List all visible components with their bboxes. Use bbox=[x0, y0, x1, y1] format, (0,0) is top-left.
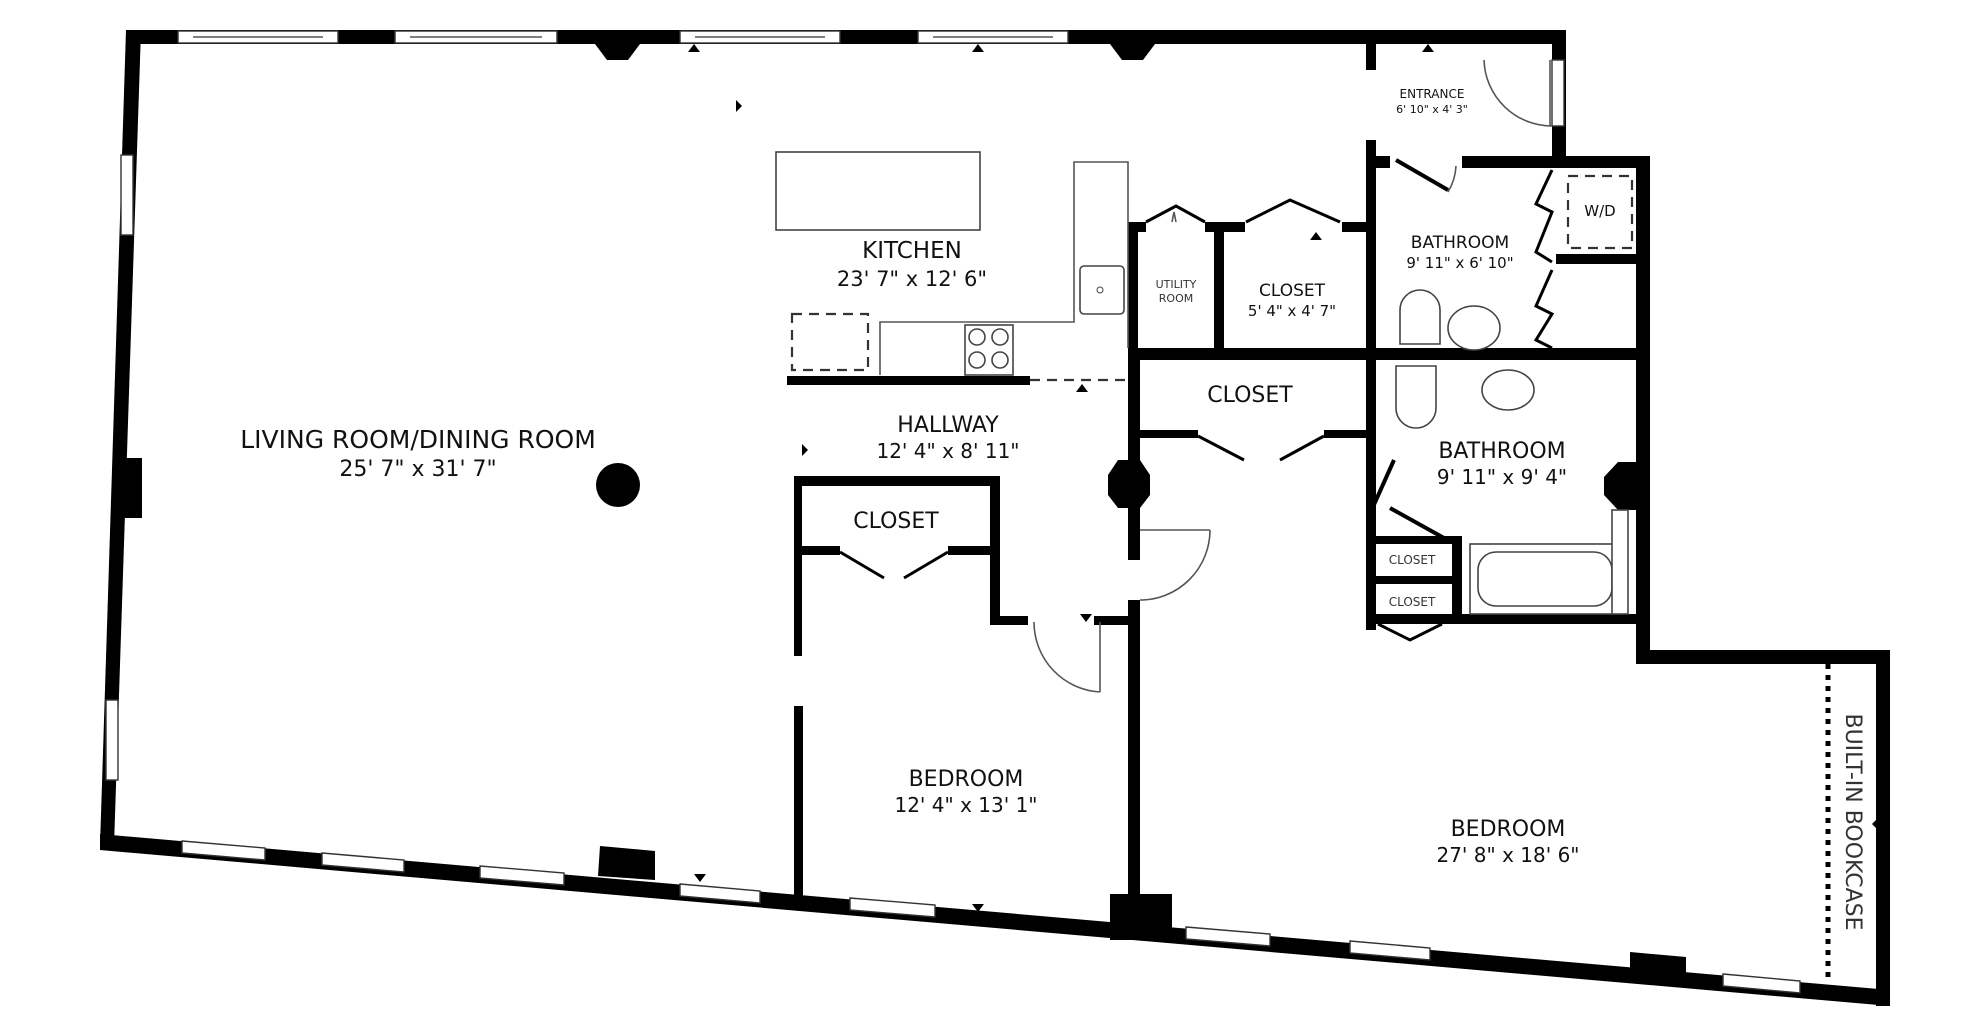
room-label-utility-2: ROOM bbox=[1159, 292, 1193, 305]
room-dims-bath2: 9' 11" x 9' 4" bbox=[1437, 465, 1567, 489]
room-label-bath2: BATHROOM bbox=[1438, 439, 1565, 464]
room-dims-closet-a: 5' 4" x 4' 7" bbox=[1248, 302, 1336, 320]
room-dims-bedroom2: 27' 8" x 18' 6" bbox=[1436, 843, 1579, 867]
windows-left bbox=[105, 154, 134, 781]
room-label-closet-c: CLOSET bbox=[853, 509, 939, 534]
sink-icon bbox=[1079, 265, 1125, 315]
labels: LIVING ROOM/DINING ROOM 25' 7" x 31' 7" … bbox=[240, 87, 1865, 931]
windows-bottom bbox=[181, 840, 1801, 994]
room-label-living: LIVING ROOM/DINING ROOM bbox=[240, 425, 596, 454]
windows-top bbox=[177, 30, 1565, 127]
doors bbox=[839, 59, 1555, 693]
kitchen-island bbox=[775, 151, 981, 231]
room-label-bath1: BATHROOM bbox=[1411, 233, 1509, 253]
room-label-entrance: ENTRANCE bbox=[1400, 87, 1465, 101]
room-dims-living: 25' 7" x 31' 7" bbox=[339, 457, 496, 482]
interior-walls bbox=[787, 40, 1650, 916]
room-label-kitchen: KITCHEN bbox=[862, 238, 962, 264]
washer-dryer-label: W/D bbox=[1584, 202, 1615, 220]
room-dims-hallway: 12' 4" x 8' 11" bbox=[876, 439, 1019, 463]
dimension-markers bbox=[688, 44, 1878, 912]
fridge-outline bbox=[790, 312, 870, 372]
room-dims-kitchen: 23' 7" x 12' 6" bbox=[837, 267, 987, 291]
room-label-closet-b: CLOSET bbox=[1207, 383, 1293, 408]
room-label-bedroom1: BEDROOM bbox=[909, 767, 1024, 792]
room-label-utility: UTILITY bbox=[1156, 278, 1197, 291]
room-dims-bedroom1: 12' 4" x 13' 1" bbox=[894, 793, 1037, 817]
room-label-closet-a: CLOSET bbox=[1259, 281, 1326, 301]
room-label-bedroom2: BEDROOM bbox=[1451, 817, 1566, 842]
fixtures bbox=[775, 151, 1831, 982]
room-dims-bath1: 9' 11" x 6' 10" bbox=[1406, 254, 1513, 272]
room-label-closet-e: CLOSET bbox=[1389, 595, 1436, 609]
bookcase-label: BUILT-IN BOOKCASE bbox=[1840, 713, 1865, 930]
room-label-closet-d: CLOSET bbox=[1389, 553, 1436, 567]
room-dims-entrance: 6' 10" x 4' 3" bbox=[1396, 103, 1468, 116]
room-label-hallway: HALLWAY bbox=[897, 413, 999, 438]
